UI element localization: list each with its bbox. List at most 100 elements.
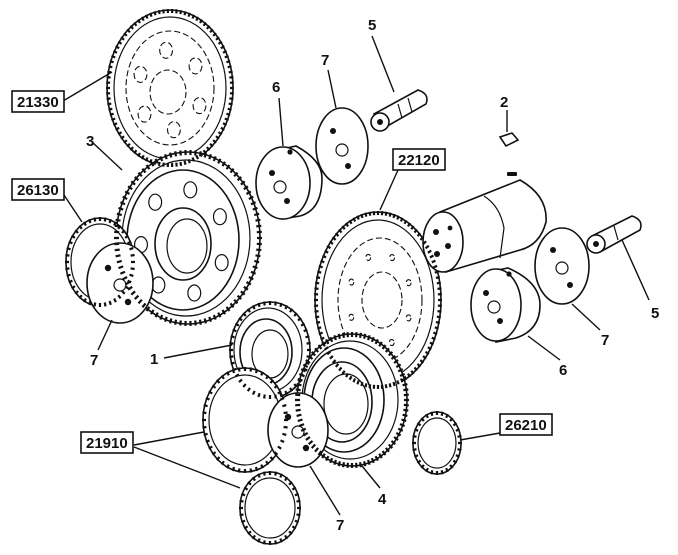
part-box-26210: 26210 — [499, 413, 553, 436]
leader-6-upper — [278, 97, 284, 147]
gear-22120-hub — [361, 271, 403, 329]
gear-26130-teeth — [65, 217, 135, 307]
washer-7-upper-hole — [330, 128, 336, 134]
shaft-sleeve — [422, 172, 547, 274]
callout-4: 4 — [378, 491, 387, 508]
gear-3-hole — [187, 284, 202, 302]
washer-7-right-disc — [534, 227, 590, 305]
part-box-21330-frame — [11, 90, 65, 113]
callout-1: 1 — [150, 351, 158, 368]
gear-21330-hole — [188, 57, 203, 75]
part-number-22120: 22120 — [398, 152, 440, 169]
shaft-sleeve-hole — [445, 243, 451, 249]
washer-7-upper-center — [335, 143, 349, 157]
gear-26210 — [412, 411, 462, 475]
gear-3-hole — [214, 254, 229, 272]
gear-22120-hole — [388, 339, 395, 347]
hub-6-right-hole — [497, 318, 503, 324]
pin-5-right — [586, 215, 642, 254]
shaft-sleeve-hole — [433, 229, 439, 235]
key-2-body — [498, 132, 520, 148]
hub-6-right-hole — [483, 290, 489, 296]
gear-21910-lower-root — [244, 477, 296, 539]
pin-5-right-bore — [593, 241, 599, 247]
gear-21330-hole — [192, 97, 207, 115]
part-box-21910: 21910 — [80, 431, 134, 454]
gear-21330-web — [125, 30, 215, 146]
gear-21330-hole — [137, 105, 152, 123]
part-box-26130-frame — [11, 178, 65, 201]
washer-7-left-hole — [124, 298, 132, 306]
gear-3-teeth — [114, 150, 262, 326]
gear-21330-teeth — [106, 8, 234, 168]
leader-7-right — [571, 303, 601, 331]
part-number-21330: 21330 — [17, 94, 59, 111]
hub-6-upper — [255, 145, 323, 220]
gear-3-bore — [166, 218, 208, 274]
callout-7-upper: 7 — [321, 52, 329, 69]
callout-2: 2 — [500, 94, 508, 111]
gear-21330-hole — [166, 121, 181, 139]
leader-6-right — [527, 335, 561, 361]
washer-7-right-hole — [567, 282, 573, 288]
callout-7-right: 7 — [601, 332, 609, 349]
hub-6-right — [470, 267, 541, 343]
shaft-sleeve-keyway — [507, 172, 517, 176]
leader-7-bottom — [309, 465, 341, 516]
shaft-sleeve-hole — [447, 225, 453, 231]
washer-7-right-hole — [550, 247, 556, 253]
gear-21330-hole — [133, 65, 148, 83]
gear-4-teeth — [295, 332, 409, 468]
leader-26130 — [61, 191, 83, 223]
part-number-26130: 26130 — [17, 182, 59, 199]
washer-7-bottom-center — [291, 425, 305, 439]
gear-21330-hub — [149, 69, 187, 115]
washer-7-upper-hole — [345, 163, 351, 169]
leader-21330 — [62, 71, 113, 102]
part-box-26210-frame — [499, 413, 553, 436]
leader-5-upper — [371, 35, 395, 93]
callout-5-upper: 5 — [368, 17, 376, 34]
part-number-21910: 21910 — [86, 435, 128, 452]
part-box-22120-frame — [392, 148, 446, 171]
leader-4 — [361, 465, 381, 489]
hub-6-upper-hole — [269, 170, 275, 176]
gear-4-bore — [323, 373, 369, 435]
part-box-26130: 26130 — [11, 178, 65, 201]
leader-7-left — [97, 319, 113, 351]
leader-3 — [91, 141, 123, 171]
pin-5-upper-bore — [377, 119, 383, 125]
leader-22120 — [379, 169, 399, 211]
gear-3-bore-outer — [154, 207, 212, 281]
washer-7-left — [86, 242, 154, 324]
gear-22120-hole — [389, 254, 396, 262]
washer-7-upper-disc — [315, 107, 369, 185]
washer-7-upper — [315, 107, 369, 185]
leader-lines — [61, 35, 650, 516]
leader-26210 — [459, 432, 501, 441]
pin-5-right-groove — [613, 225, 619, 241]
part-box-21330: 21330 — [11, 90, 65, 113]
callout-7-bottom: 7 — [336, 517, 344, 534]
callout-6-right: 6 — [559, 362, 567, 379]
washer-7-left-disc — [86, 242, 154, 324]
part-box-22120: 22120 — [392, 148, 446, 171]
hub-6-upper-hole — [284, 198, 290, 204]
shaft-sleeve-hole — [434, 251, 440, 257]
gear-22120-hole — [348, 313, 355, 321]
gear-3-hole — [212, 208, 227, 226]
callout-3: 3 — [86, 133, 94, 150]
washer-7-bottom-hole — [284, 413, 292, 421]
gear-26210-root — [417, 417, 457, 469]
gear-teeth — [65, 8, 462, 545]
gear-22120-hole — [365, 253, 372, 261]
shaft-sleeve-shoulder — [483, 195, 505, 259]
gear-22120-hole — [348, 278, 355, 286]
callout-6-upper: 6 — [272, 79, 280, 96]
pin-5-upper-groove — [397, 103, 403, 119]
leader-21910-a — [133, 431, 205, 446]
pin-5-upper — [370, 89, 428, 132]
gear-21910-upper-teeth — [202, 367, 288, 473]
hub-6-right-oilhole — [506, 271, 512, 277]
